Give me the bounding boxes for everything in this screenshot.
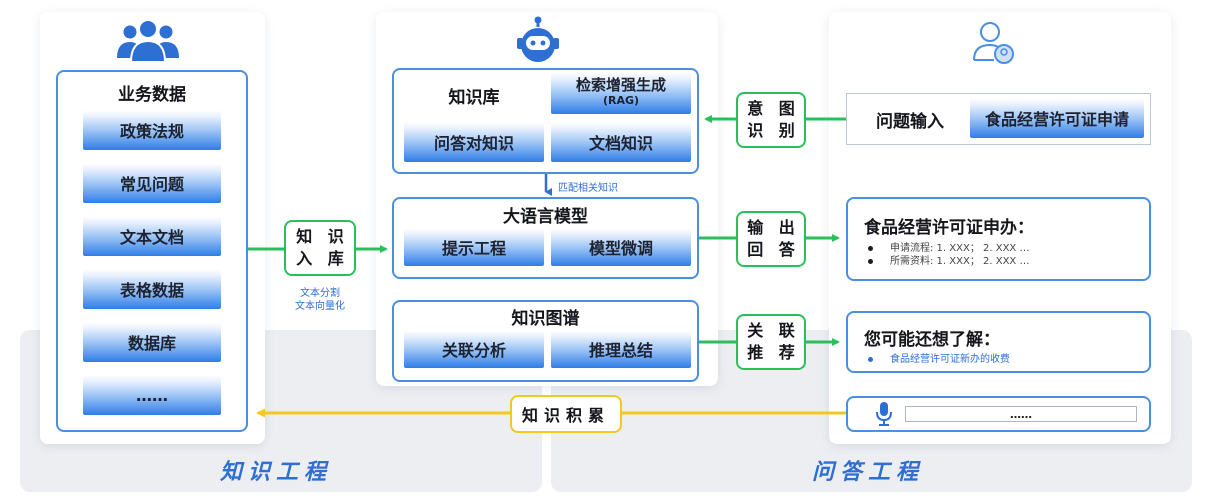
voice-placeholder: …… [1010,407,1032,421]
robot-icon [514,16,562,64]
knowledge-engineering-title: 知识工程 [220,460,333,485]
suggestion-link[interactable]: 食品经营许可证新办的收费 [864,353,1149,366]
association-analysis-button[interactable]: 关联分析 [404,330,544,368]
knowledge-graph-title: 知识图谱 [511,308,580,329]
business-data-title: 业务数据 [118,84,186,105]
knowledge-accumulation-box: 知识积累 [510,395,622,433]
item-policy-regulations[interactable]: 政策法规 [83,110,221,150]
ingest-note-line1: 文本分割 [300,288,340,299]
rag-subtitle: (RAG) [602,94,640,107]
voice-text-field[interactable]: …… [905,406,1137,422]
question-input-field[interactable]: 食品经营许可证申请 [970,98,1144,138]
item-text-documents[interactable]: 文本文档 [83,216,221,256]
ingest-label-line2: 入 库 [296,249,349,268]
rag-title: 检索增强生成 [575,76,666,94]
answer-title: 食品经营许可证申办： [864,218,1034,238]
recommend-line2: 推 荐 [747,343,800,362]
user-group-icon [968,18,1020,66]
question-input-label: 问题输入 [876,111,944,132]
recommend-line1: 关 联 [747,321,800,340]
item-faq[interactable]: 常见问题 [83,163,221,203]
item-more[interactable]: …… [83,375,221,415]
intent-recognition-box: 意 图 识 别 [736,92,806,148]
ingest-note-line2: 文本向量化 [295,301,345,312]
intent-line2: 识 别 [747,121,800,140]
suggestion-title: 您可能还想了解： [864,330,1000,350]
microphone-icon[interactable] [874,401,894,427]
qa-knowledge-button[interactable]: 问答对知识 [404,122,544,162]
intent-line1: 意 图 [747,99,800,118]
match-knowledge-label: 匹配相关知识 [558,183,618,194]
answer-line: 所需资料: 1. XXX； 2. XXX … [864,255,1149,268]
reasoning-summary-button[interactable]: 推理总结 [551,330,691,368]
model-fine-tuning-button[interactable]: 模型微调 [551,228,691,266]
output-line1: 输 出 [747,218,800,237]
ingest-label-line1: 知 识 [296,227,349,246]
knowledge-base-title: 知识库 [448,87,500,108]
knowledge-ingest-box: 知 识 入 库 [284,220,356,276]
team-icon [112,18,184,64]
suggestion-list: 食品经营许可证新办的收费 [864,353,1149,366]
prompt-engineering-button[interactable]: 提示工程 [404,228,544,266]
output-answer-box: 输 出 回 答 [736,211,806,267]
suggestion-box: 您可能还想了解： 食品经营许可证新办的收费 [846,311,1151,373]
item-table-data[interactable]: 表格数据 [83,269,221,309]
document-knowledge-button[interactable]: 文档知识 [551,122,691,162]
qa-engineering-title: 问答工程 [812,460,925,485]
item-database[interactable]: 数据库 [83,322,221,362]
output-line2: 回 答 [747,240,800,259]
answer-list: 申请流程: 1. XXX； 2. XXX … 所需资料: 1. XXX； 2. … [864,242,1149,268]
answer-box: 食品经营许可证申办： 申请流程: 1. XXX； 2. XXX … 所需资料: … [846,197,1151,281]
rag-button[interactable]: 检索增强生成 (RAG) [551,72,691,114]
answer-line: 申请流程: 1. XXX； 2. XXX … [864,242,1149,255]
association-recommend-box: 关 联 推 荐 [736,314,806,370]
llm-title: 大语言模型 [503,206,588,227]
